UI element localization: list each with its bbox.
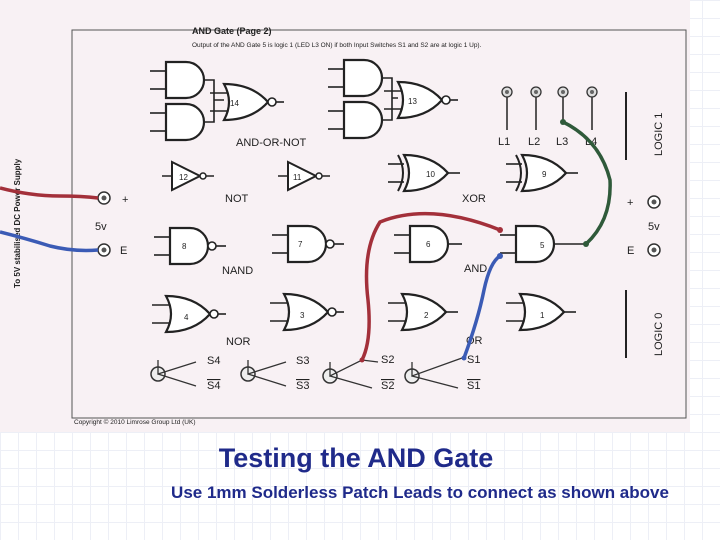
switch-s2-down-label: S2 (381, 380, 394, 392)
not-gate-12[interactable] (161, 161, 215, 191)
nor-gate-13[interactable] (382, 80, 460, 120)
led-row (501, 86, 598, 130)
and-gate-13a (326, 58, 384, 98)
and-gate-6[interactable] (392, 224, 450, 264)
slide-subtitle: Use 1mm Solderless Patch Leads to connec… (171, 483, 669, 502)
power-supply-label: To 5V stabilised DC Power Supply (13, 158, 22, 288)
nor-gate-4[interactable] (150, 294, 228, 334)
and-gate-5[interactable] (498, 224, 556, 264)
right-plus-label: + (627, 197, 633, 209)
switch-s1-down-label: S1 (467, 380, 480, 392)
slide-title: Testing the AND Gate (218, 443, 494, 473)
gate-number-1: 1 (540, 311, 545, 320)
or-gate-2[interactable] (386, 292, 448, 332)
right-e-terminal[interactable] (647, 243, 661, 257)
gate-number-13: 13 (408, 97, 417, 106)
switch-s4-up-label: S4 (207, 355, 220, 367)
power-lead-blue[interactable] (0, 230, 99, 253)
label-xor: XOR (462, 193, 486, 205)
patch-lead-s2-to-gate5[interactable] (360, 211, 501, 361)
copyright-text: Copyright © 2010 Limrose Group Ltd (UK) (74, 418, 195, 426)
xor-gate-10[interactable] (386, 153, 462, 193)
switch-s1[interactable] (404, 355, 467, 389)
switch-s3-up-label: S3 (296, 355, 309, 367)
nor-gate-3[interactable] (268, 292, 346, 332)
led-l3-indicator (557, 86, 569, 98)
nand-gate-7[interactable] (270, 224, 346, 264)
switch-s3-down-label: S3 (296, 380, 309, 392)
gate-number-3: 3 (300, 311, 305, 320)
and-gate-14b (148, 102, 206, 142)
label-logic0: LOGIC 0 (653, 313, 665, 356)
right-e-label: E (627, 245, 634, 257)
gate-number-12: 12 (179, 173, 188, 182)
gate-number-5: 5 (540, 241, 545, 250)
led-l1-indicator (501, 86, 513, 98)
switch-s2-up-label: S2 (381, 354, 394, 366)
label-nor: NOR (226, 336, 251, 348)
gate-number-8: 8 (182, 242, 187, 251)
power-lead-red[interactable] (0, 186, 99, 200)
patch-lead-s1-to-gate5[interactable] (462, 254, 502, 359)
led-label-l2: L2 (528, 136, 540, 148)
left-plus-terminal[interactable] (97, 191, 111, 205)
led-label-l1: L1 (498, 136, 510, 148)
gate-number-4: 4 (184, 313, 189, 322)
and-gate-13b (326, 100, 384, 140)
label-logic1: LOGIC 1 (653, 113, 665, 156)
label-not: NOT (225, 193, 249, 205)
left-e-terminal[interactable] (97, 243, 111, 257)
switch-s1-up-label: S1 (467, 354, 480, 366)
gate-number-7: 7 (298, 240, 303, 249)
gate-number-9: 9 (542, 170, 547, 179)
right-5v-label: 5v (648, 221, 660, 233)
switch-s4-down-label: S4 (207, 380, 220, 392)
board-description: Output of the AND Gate 5 is logic 1 (LED… (192, 42, 482, 49)
and-gate-14a (148, 60, 206, 100)
switch-s2[interactable] (322, 357, 379, 389)
led-label-l3: L3 (556, 136, 568, 148)
left-plus-label: + (122, 194, 128, 206)
left-e-label: E (120, 245, 127, 257)
label-and: AND (464, 263, 487, 275)
left-5v-label: 5v (95, 221, 107, 233)
nor-gate-14[interactable] (208, 82, 286, 122)
not-gate-11[interactable] (277, 161, 331, 191)
board-heading: AND Gate (Page 2) (192, 26, 272, 36)
label-and-or-not: AND-OR-NOT (236, 137, 307, 149)
or-gate-1[interactable] (504, 292, 566, 332)
nand-gate-8[interactable] (152, 226, 228, 266)
led-l2-indicator (530, 86, 542, 98)
led-l4-indicator (586, 86, 598, 98)
board-outline (71, 29, 687, 419)
patch-lead-gate5-to-l3[interactable] (562, 120, 612, 246)
right-plus-terminal[interactable] (647, 195, 661, 209)
gate-number-11: 11 (293, 173, 302, 182)
switch-s4[interactable] (150, 360, 197, 387)
gate-number-10: 10 (426, 170, 435, 179)
gate-number-6: 6 (426, 240, 431, 249)
gate-number-2: 2 (424, 311, 429, 320)
gate-number-14: 14 (230, 99, 239, 108)
label-nand: NAND (222, 265, 253, 277)
switch-s3[interactable] (240, 360, 287, 387)
